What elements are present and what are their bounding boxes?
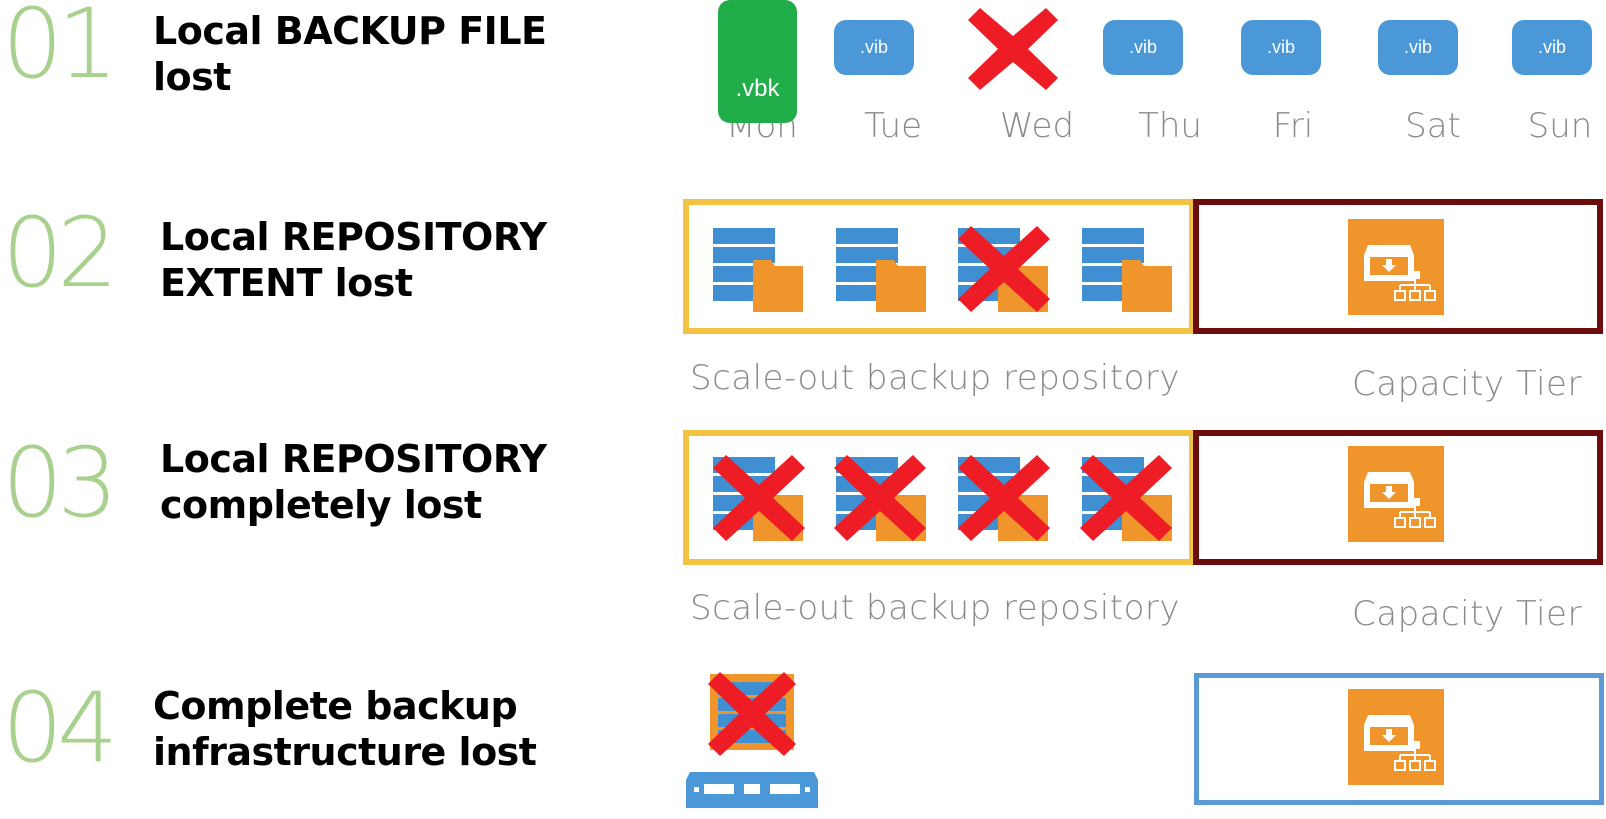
row-number-03: 03 — [2, 427, 118, 539]
object-storage-icon — [1348, 689, 1444, 785]
lost-extent-cross-icon — [958, 226, 1050, 312]
row-description-line1: Complete backup — [153, 684, 518, 728]
day-label-tue: Tue — [863, 106, 923, 146]
capacity-tier-box — [1193, 199, 1603, 334]
row-description-02: Local REPOSITORY EXTENT lost — [160, 214, 547, 306]
lost-extent-cross-icon — [958, 455, 1050, 541]
row-description-line2: lost — [153, 55, 231, 99]
scale-out-repository-label: Scale-out backup repository — [690, 358, 1180, 398]
scale-out-repository-box — [683, 199, 1195, 334]
lost-extent-cross-icon — [1080, 455, 1172, 541]
full-backup-label: .vbk — [735, 75, 780, 102]
capacity-tier-label: Capacity Tier — [1352, 594, 1582, 634]
lost-infrastructure-cross-icon — [708, 672, 796, 756]
day-label-wed: Wed — [999, 106, 1075, 146]
row-description-01: Local BACKUP FILE lost — [153, 8, 547, 100]
object-storage-icon — [1348, 446, 1444, 542]
row-description-line1: Local BACKUP FILE — [153, 9, 547, 53]
row-description-04: Complete backup infrastructure lost — [153, 683, 537, 775]
lost-file-cross-icon — [968, 8, 1058, 90]
incremental-file-sun: .vib — [1512, 20, 1592, 75]
repository-extent-icon — [836, 228, 928, 312]
incremental-label: .vib — [859, 37, 888, 57]
lost-extent-cross-icon — [713, 455, 805, 541]
scale-out-repository-box — [683, 430, 1195, 565]
row-description-line1: Local REPOSITORY — [160, 215, 547, 259]
incremental-label: .vib — [1266, 37, 1295, 57]
row-description-03: Local REPOSITORY completely lost — [160, 436, 547, 528]
repository-extent-icon — [1082, 228, 1174, 312]
row-number-01: 01 — [2, 0, 118, 100]
incremental-label: .vib — [1403, 37, 1432, 57]
incremental-file-thu: .vib — [1103, 20, 1183, 75]
day-label-sun: Sun — [1527, 106, 1593, 146]
row-description-line2: completely lost — [160, 483, 482, 527]
incremental-file-fri: .vib — [1241, 20, 1321, 75]
day-label-sat: Sat — [1405, 106, 1461, 146]
incremental-label: .vib — [1128, 37, 1157, 57]
day-label-fri: Fri — [1272, 106, 1314, 146]
day-label-thu: Thu — [1138, 106, 1202, 146]
row-description-line1: Local REPOSITORY — [160, 437, 547, 481]
capacity-tier-box — [1194, 673, 1604, 805]
incremental-file-sat: .vib — [1378, 20, 1458, 75]
full-backup-file: .vbk — [718, 0, 797, 123]
row-number-04: 04 — [2, 672, 118, 784]
scale-out-repository-label: Scale-out backup repository — [690, 588, 1180, 628]
row-description-line2: infrastructure lost — [153, 730, 537, 774]
row-description-line2: EXTENT lost — [160, 261, 413, 305]
capacity-tier-box — [1193, 430, 1603, 565]
incremental-label: .vib — [1537, 37, 1566, 57]
row-number-02: 02 — [2, 197, 118, 309]
object-storage-icon — [1348, 219, 1444, 315]
incremental-file-tue: .vib — [834, 20, 914, 75]
repository-extent-icon — [713, 228, 805, 312]
lost-extent-cross-icon — [834, 455, 926, 541]
capacity-tier-label: Capacity Tier — [1352, 364, 1582, 404]
